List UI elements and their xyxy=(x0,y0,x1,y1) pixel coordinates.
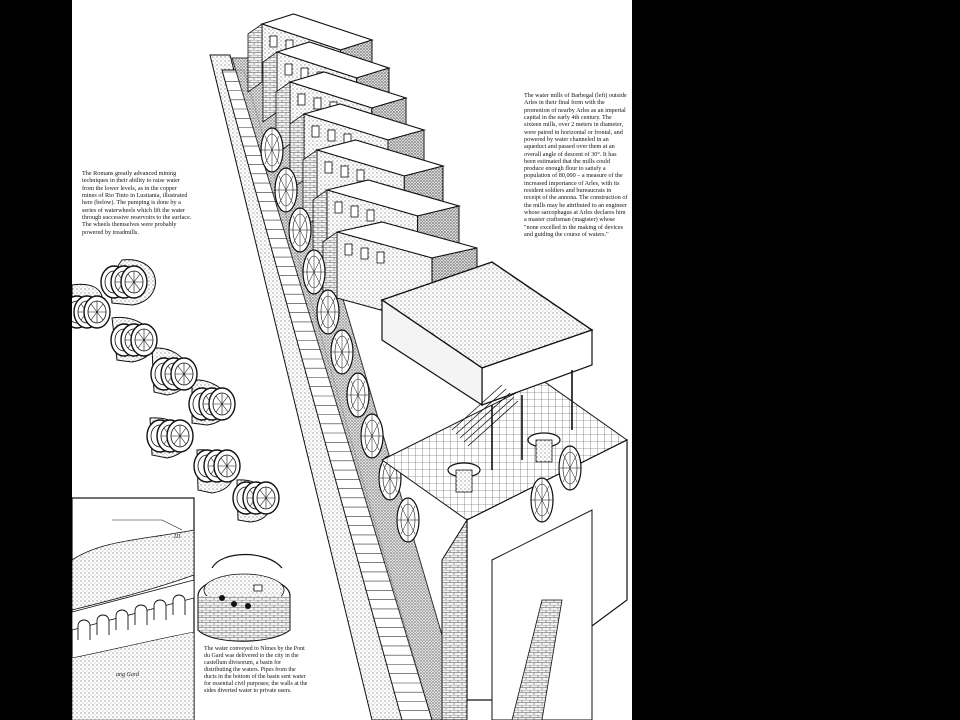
inset-label: ang Gard xyxy=(116,672,139,678)
mill-wheel xyxy=(274,167,298,213)
pont-du-gard-inset xyxy=(72,497,195,720)
mill-wheel xyxy=(396,497,420,543)
mill-wheel xyxy=(346,372,370,418)
mine-waterwheel-series xyxy=(72,259,280,523)
mill-wheel xyxy=(302,249,326,295)
mill-buildings xyxy=(247,13,478,325)
inset-mark: Ш xyxy=(174,534,181,540)
mill-wheel xyxy=(288,207,312,253)
mill-wheel xyxy=(260,127,284,173)
mill-wheel xyxy=(316,289,340,335)
castellum-divisorum xyxy=(197,553,291,642)
mill-wheel xyxy=(360,413,384,459)
lower-mill-house xyxy=(380,261,628,720)
mill-illustration xyxy=(72,13,628,720)
caption-barbegal-mills: The water mills of Barbegal (left) outsi… xyxy=(524,92,628,238)
caption-mine-pumping: The Romans greatly advanced mining techn… xyxy=(82,170,192,236)
illustration-page: The Romans greatly advanced mining techn… xyxy=(72,0,632,720)
caption-castellum: The water conveyed to Nîmes by the Pont … xyxy=(204,646,308,695)
mill-wheel xyxy=(330,329,354,375)
